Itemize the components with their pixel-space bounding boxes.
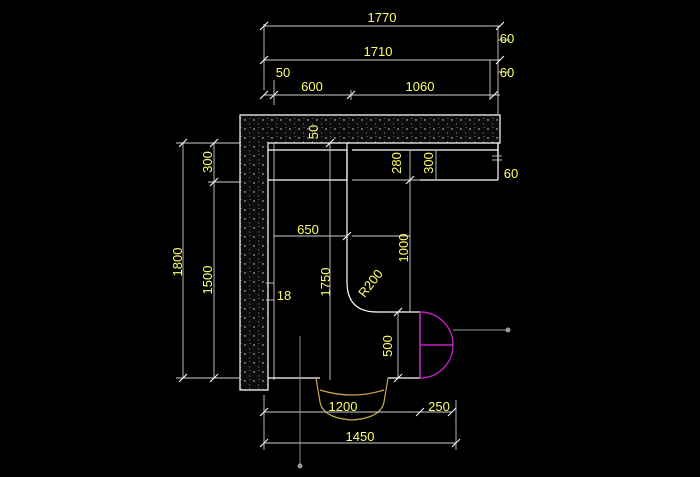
- dim-top-seg-b: 1060: [406, 79, 435, 94]
- dim-shelf-50: 50: [306, 125, 321, 139]
- left-dimensions: [176, 138, 240, 383]
- dim-bottom-1200: 1200: [329, 399, 358, 414]
- dim-inner-1750: 1750: [318, 268, 333, 297]
- dim-inner-1000: 1000: [396, 234, 411, 263]
- door-swing: [419, 311, 511, 379]
- dim-top-inner: 1710: [364, 44, 393, 59]
- dimension-labels: 1770 1710 50 600 1060 60 60 60 1800 1500…: [170, 10, 518, 444]
- dim-inner-650: 650: [297, 222, 319, 237]
- basin: [315, 377, 389, 421]
- dim-left-inner: 1500: [200, 266, 215, 295]
- dim-top-total: 1770: [368, 10, 397, 25]
- dim-small-18: 18: [277, 288, 291, 303]
- dim-radius: R200: [355, 266, 386, 300]
- dim-top-seg-a: 600: [301, 79, 323, 94]
- bottom-dimensions: [259, 336, 461, 469]
- dim-top-left-small: 50: [276, 65, 290, 80]
- dim-right-60-top: 60: [500, 31, 514, 46]
- dim-shelf-300: 300: [421, 152, 436, 174]
- walls: [239, 114, 501, 391]
- interior-lines: [266, 138, 502, 383]
- dim-right-60-mid: 60: [500, 65, 514, 80]
- dim-left-top: 300: [200, 151, 215, 173]
- dim-right-60-side: 60: [504, 166, 518, 181]
- dim-left-total: 1800: [170, 248, 185, 277]
- dim-shelf-280: 280: [389, 152, 404, 174]
- dim-bottom-total: 1450: [346, 429, 375, 444]
- wall-l-shape: [239, 114, 501, 391]
- dim-inner-500: 500: [380, 335, 395, 357]
- dim-bottom-250: 250: [428, 399, 450, 414]
- top-dimensions: [259, 21, 510, 115]
